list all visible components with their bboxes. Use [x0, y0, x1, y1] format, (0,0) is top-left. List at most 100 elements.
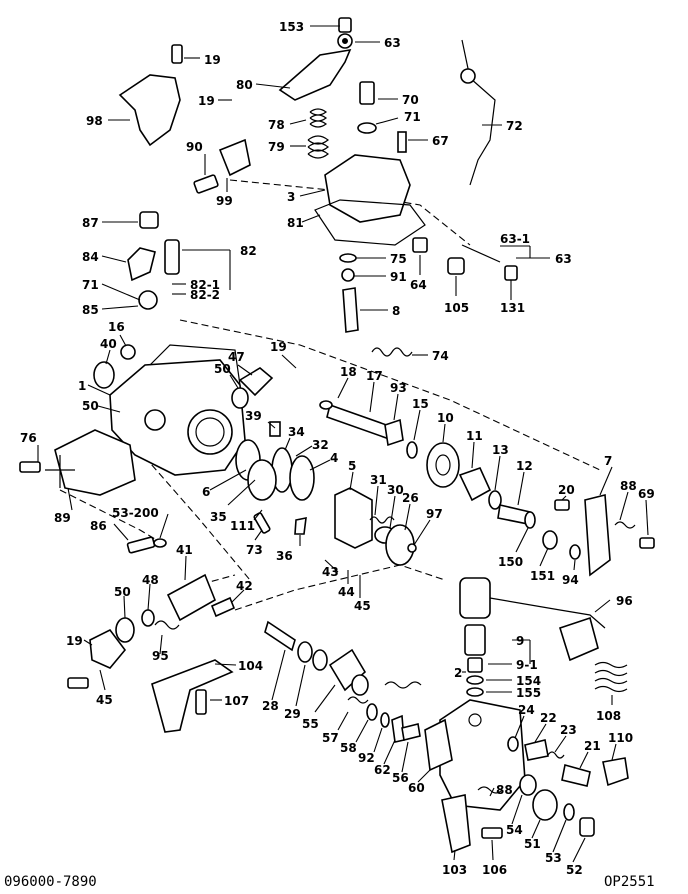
washer-53: [563, 803, 575, 821]
holder-110: [602, 757, 629, 787]
callout-54: 54: [506, 823, 523, 837]
callout-9: 9: [516, 634, 524, 648]
link-99: [218, 138, 251, 177]
spring-74: [371, 347, 413, 357]
assembly-line-left: [59, 489, 166, 546]
callout-71-top: 71: [404, 110, 421, 124]
callout-55: 55: [302, 717, 319, 731]
bolt-105: [447, 257, 465, 275]
cap-131: [504, 265, 518, 281]
lever-72-boss: [460, 68, 476, 84]
callout-43: 43: [322, 565, 339, 579]
adjust-screw-63: [461, 244, 501, 263]
distributor-head-2: [439, 699, 526, 811]
callout-150: 150: [498, 555, 523, 569]
callout-26: 26: [402, 491, 419, 505]
callout-71-left: 71: [82, 278, 99, 292]
callout-81: 81: [287, 216, 304, 230]
bracket-104: [151, 659, 234, 733]
bolt-69: [639, 537, 655, 549]
callout-1: 1: [78, 379, 86, 393]
callout-18: 18: [340, 365, 357, 379]
callout-labels: 153 63 19 80 70 98 19 78 71 72 90 79 67 …: [20, 20, 655, 877]
callout-13: 13: [492, 443, 509, 457]
drawing-linework: [19, 17, 655, 854]
pin-hole-63: [342, 38, 348, 44]
callout-85: 85: [82, 303, 99, 317]
callout-82-2: 82-2: [190, 288, 220, 302]
solenoid-connector-96: [559, 616, 599, 662]
callout-12: 12: [516, 459, 533, 473]
callout-106: 106: [482, 863, 507, 877]
callout-86: 86: [90, 519, 107, 533]
bolt-106: [481, 827, 503, 839]
callout-97: 97: [426, 507, 443, 521]
spring-79: [307, 135, 329, 159]
washer-48: [141, 609, 155, 627]
callout-107: 107: [224, 694, 249, 708]
cap-87: [139, 211, 159, 229]
callout-19-top: 19: [204, 53, 221, 67]
valve-spring-9-1: [467, 657, 483, 673]
ring-94: [569, 544, 581, 560]
pin-67: [397, 131, 407, 153]
nut-64: [412, 237, 428, 253]
callout-88-lower: 88: [496, 783, 513, 797]
plate-55: [328, 648, 367, 692]
bolt-85: [138, 290, 158, 310]
pin-42: [210, 596, 236, 618]
feed-pump-89: [54, 429, 136, 496]
bracket-7: [584, 493, 611, 577]
callout-45-lower: 45: [96, 693, 113, 707]
washer-150: [524, 511, 536, 529]
housing-port: [144, 409, 166, 431]
callout-22: 22: [540, 711, 557, 725]
callout-50-mid: 50: [214, 362, 231, 376]
lever-plate-80: [278, 48, 352, 101]
bolt-86: [126, 536, 156, 554]
callout-95: 95: [152, 649, 169, 663]
shaft-8: [342, 287, 359, 333]
lever-72: [461, 39, 496, 186]
callout-69: 69: [638, 487, 655, 501]
callout-131: 131: [500, 301, 525, 315]
o-ring-75: [339, 253, 357, 263]
callout-96: 96: [616, 594, 633, 608]
feed-pump-blade: [45, 455, 75, 488]
callout-78: 78: [268, 118, 285, 132]
callout-63-1: 63-1: [500, 232, 530, 246]
callout-75: 75: [390, 252, 407, 266]
callout-20: 20: [558, 483, 575, 497]
callout-72: 72: [506, 119, 523, 133]
callout-31: 31: [370, 473, 387, 487]
callout-64: 64: [410, 278, 427, 292]
spring-88-right: [614, 521, 636, 529]
spring-95: [154, 620, 180, 630]
drawing-number: 096000-7890: [4, 874, 97, 890]
callout-19-second: 19: [198, 94, 215, 108]
washer-154: [466, 675, 484, 685]
callout-35: 35: [210, 510, 227, 524]
o-ring-50c: [115, 617, 135, 643]
callout-34: 34: [288, 425, 305, 439]
callout-2: 2: [454, 666, 462, 680]
plate-47: [238, 367, 274, 397]
sheet-code: OP2551: [604, 874, 655, 890]
plate-93: [384, 418, 404, 447]
seal-155: [466, 687, 484, 697]
callout-53-200: 53-200: [112, 506, 159, 520]
pump-housing-1-top: [149, 344, 241, 386]
callout-24: 24: [518, 703, 535, 717]
spring-88-lower: [477, 786, 503, 794]
callout-89: 89: [54, 511, 71, 525]
callout-11: 11: [466, 429, 483, 443]
callout-70: 70: [402, 93, 419, 107]
screw-56: [401, 723, 421, 741]
seal-151: [542, 530, 558, 550]
drive-shaft-17: [326, 403, 396, 442]
washer-24: [507, 736, 519, 752]
cap-51: [532, 789, 558, 821]
callout-62: 62: [374, 763, 391, 777]
callout-73: 73: [246, 543, 263, 557]
